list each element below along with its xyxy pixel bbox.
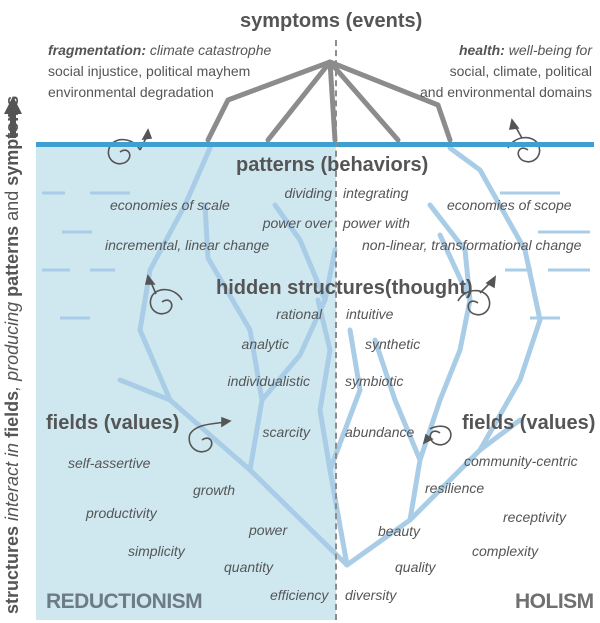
structure-left-individualistic: individualistic xyxy=(227,373,310,389)
branch xyxy=(202,202,265,473)
branch xyxy=(437,232,473,303)
symptoms-title: symptoms (events) xyxy=(240,10,423,32)
hidden-structures-title: hidden structures(thought) xyxy=(216,277,473,299)
value-resilience: resilience xyxy=(425,480,485,496)
spiral-icon xyxy=(144,274,183,315)
structure-left-analytic: analytic xyxy=(241,336,289,352)
value-simplicity: simplicity xyxy=(128,543,185,559)
value-complexity: complexity xyxy=(472,543,539,559)
center-divider xyxy=(335,40,337,620)
pattern-left-power-over: power over xyxy=(262,215,332,231)
fragmentation-text: fragmentation: climate catastrophe socia… xyxy=(48,40,271,103)
symptom-line xyxy=(205,59,333,143)
pattern-left-dividing: dividing xyxy=(284,185,332,201)
fragmentation-line-3: environmental degradation xyxy=(48,84,214,100)
fields-left-title: fields (values) xyxy=(46,412,180,434)
branch xyxy=(344,202,473,568)
structure-left-scarcity: scarcity xyxy=(262,424,310,440)
reductionism-label: REDUCTIONISM xyxy=(46,590,203,613)
branch xyxy=(322,247,338,303)
health-line-3: and environmental domains xyxy=(420,84,592,100)
water-ripples xyxy=(42,191,590,320)
health-label: health: xyxy=(458,42,505,58)
symptom-line xyxy=(327,59,338,143)
value-efficiency: efficiency xyxy=(270,587,329,603)
value-growth: growth xyxy=(193,482,236,498)
branch xyxy=(477,417,523,453)
health-text: health: well-being for social, climate, … xyxy=(420,40,592,103)
spiral-icons xyxy=(107,118,541,453)
water-surface-line xyxy=(36,142,594,147)
value-beauty: beauty xyxy=(378,523,421,539)
pattern-right-integrating: integrating xyxy=(343,185,409,201)
pattern-right-power-with: power with xyxy=(343,215,410,231)
fields-right-title: fields (values) xyxy=(462,412,596,434)
structure-right-abundance: abundance xyxy=(345,424,415,440)
fragmentation-line-1: fragmentation: climate catastrophe xyxy=(48,42,272,58)
holism-label: HOLISM xyxy=(515,590,594,613)
health-line-2: social, climate, political xyxy=(449,63,592,79)
value-receptivity: receptivity xyxy=(503,509,567,525)
structure-left-rational: rational xyxy=(276,306,322,322)
structure-right-synthetic: synthetic xyxy=(365,336,421,352)
value-self-assertive: self-assertive xyxy=(68,455,151,471)
symptom-line xyxy=(327,59,401,143)
symptom-line xyxy=(265,59,333,143)
spiral-icon xyxy=(422,425,452,446)
fragmentation-label: fragmentation: xyxy=(48,42,146,58)
up-arrow-icon xyxy=(4,96,22,138)
structure-right-intuitive: intuitive xyxy=(346,306,394,322)
fragmentation-line-2: social injustice, political mayhem xyxy=(48,63,251,79)
pattern-left-incremental-change: incremental, linear change xyxy=(105,237,270,253)
side-caption: structures interact in fields, producing… xyxy=(2,95,22,614)
value-diversity: diversity xyxy=(345,587,397,603)
symptom-lines xyxy=(205,59,453,143)
branch xyxy=(117,377,173,403)
branch xyxy=(259,202,328,403)
pattern-left-economies-of-scale: economies of scale xyxy=(110,197,230,213)
branch xyxy=(327,327,363,473)
structure-right-symbiotic: symbiotic xyxy=(345,373,404,389)
health-line-1: health: well-being for xyxy=(458,42,592,58)
pattern-right-transformational-change: non-linear, transformational change xyxy=(362,237,582,253)
value-quantity: quantity xyxy=(224,559,274,575)
value-quality: quality xyxy=(395,559,436,575)
value-power: power xyxy=(249,522,288,538)
spiral-icon xyxy=(457,275,496,316)
value-community-centric: community-centric xyxy=(464,453,578,469)
patterns-title: patterns (behaviors) xyxy=(236,154,429,176)
symptom-line xyxy=(327,59,453,143)
branch xyxy=(372,337,423,463)
value-productivity: productivity xyxy=(86,505,157,521)
pattern-right-economies-of-scope: economies of scope xyxy=(447,197,572,213)
spiral-icon xyxy=(188,416,232,453)
spiral-icon xyxy=(507,118,541,163)
